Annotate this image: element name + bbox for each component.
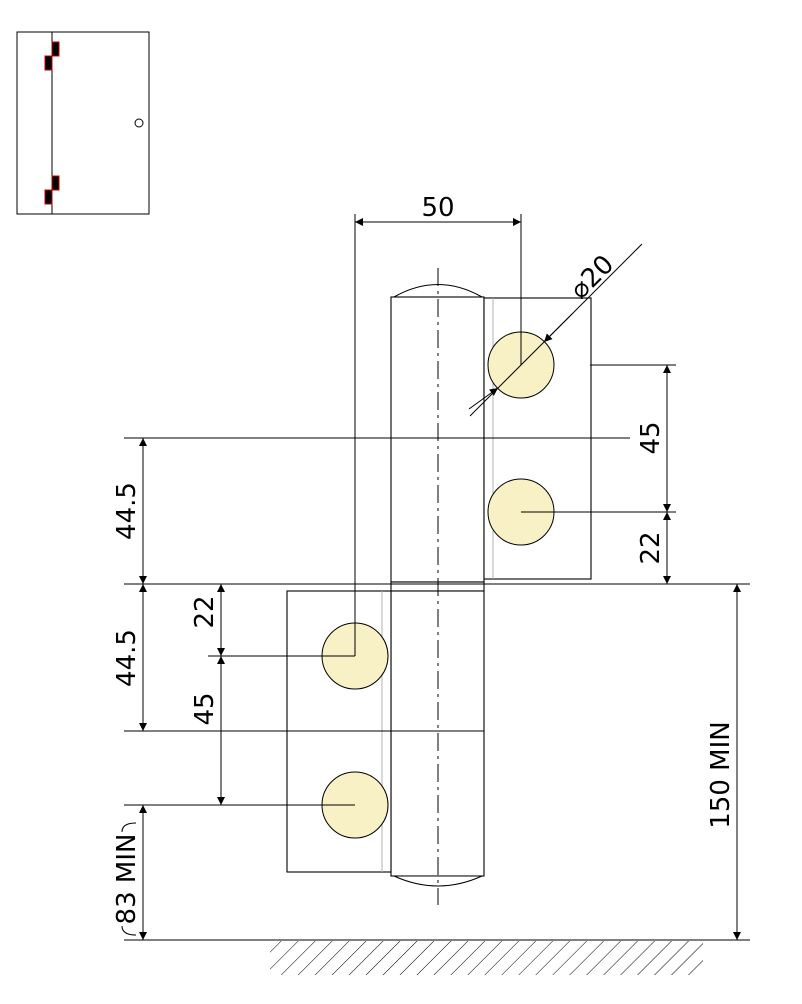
hinge-barrel — [390, 268, 485, 905]
dim-150-min: 150 MIN — [706, 584, 741, 940]
dim-dia-label: ⌀20 — [565, 250, 621, 306]
dim-83-min-label: 83 MIN — [112, 834, 142, 925]
dim-upper-44-5-label: 44.5 — [112, 482, 142, 540]
reference-lines — [124, 364, 750, 975]
floor-hatching — [270, 941, 703, 975]
dim-lower-44-5-label: 44.5 — [112, 629, 142, 687]
dim-upper-22-label: 22 — [636, 531, 666, 564]
door-outline — [16, 31, 150, 215]
upper-hinge-marker-top — [51, 41, 60, 57]
dim-upper-45-label: 45 — [636, 421, 666, 454]
dim-upper-44-5: 44.5 — [112, 438, 147, 584]
dim-lower-22: 22 — [190, 584, 225, 656]
dim-lower-45-label: 45 — [190, 692, 220, 725]
door-thumbnail — [16, 31, 150, 215]
dim-upper-45: 45 — [636, 365, 671, 512]
dim-83-min-paren-top — [121, 822, 137, 833]
dim-upper-22: 22 — [636, 512, 671, 584]
lower-hinge-marker-top — [51, 175, 60, 191]
barrel-top-cap — [391, 283, 485, 298]
dim-lower-44-5: 44.5 — [112, 584, 147, 731]
dim-150-min-label: 150 MIN — [706, 721, 736, 828]
dim-83-min-paren-bottom — [121, 925, 137, 936]
upper-hinge-marker-bottom — [44, 55, 53, 71]
door-handle-icon — [134, 118, 144, 128]
dim-83-min: 83 MIN — [112, 805, 147, 940]
dim-lower-22-label: 22 — [190, 595, 220, 628]
lower-hinge-marker-bottom — [44, 189, 53, 205]
dim-50-label: 50 — [421, 193, 454, 223]
dim-dia-arrow-upper — [543, 313, 573, 343]
dim-offset-50: 50 — [354, 193, 522, 656]
dim-dia-arrow-lower — [468, 387, 499, 410]
dim-lower-45: 45 — [190, 656, 225, 805]
